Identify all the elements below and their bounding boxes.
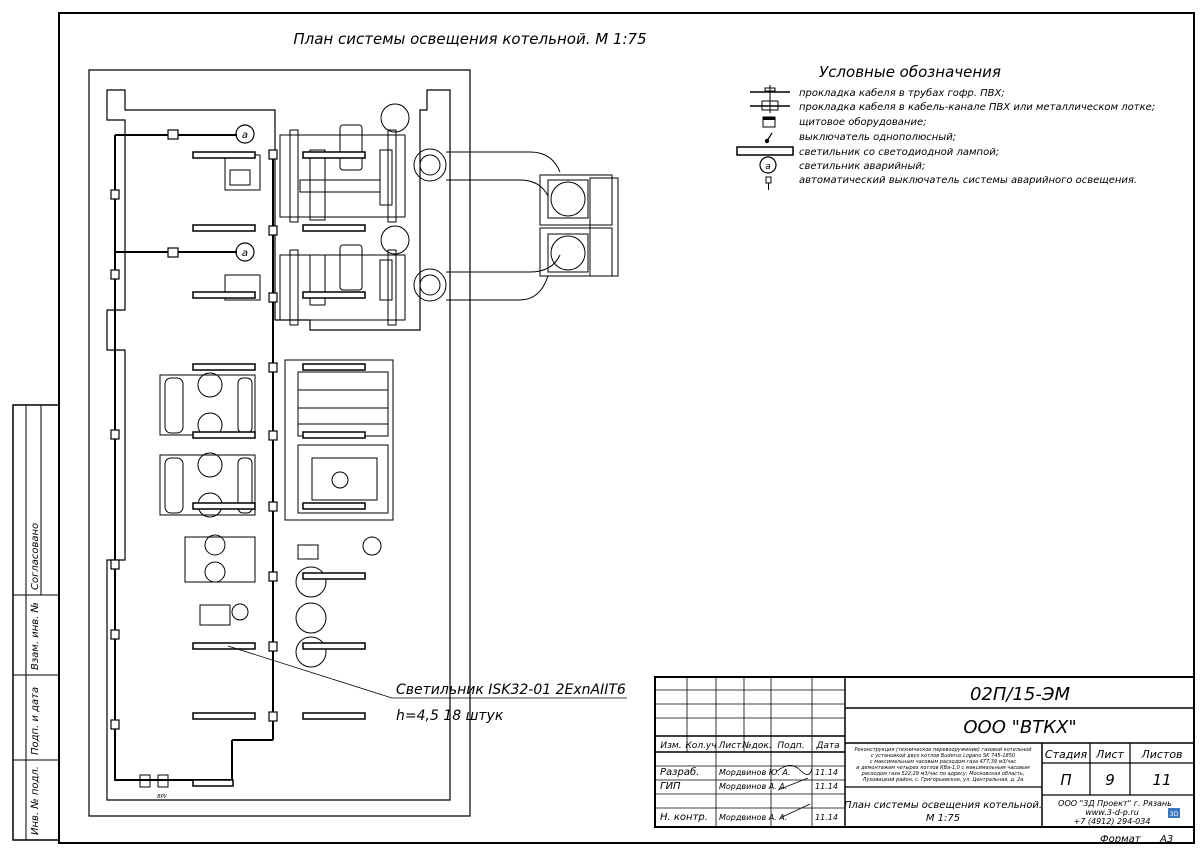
row-name-1: Мордвинов Ю. А. — [719, 768, 790, 777]
boiler-upper — [224, 103, 447, 223]
col-header-list: Лист — [718, 741, 743, 751]
callout-line1: Светильник ISK32-01 2ExnAIIT6 — [396, 682, 626, 698]
col-header-izm: Изм. — [660, 741, 681, 751]
legend: Условные обозначения прокладка кабеля в … — [736, 63, 1155, 190]
svg-text:3D: 3D — [1170, 811, 1179, 818]
document-code: 02П/15-ЭМ — [970, 684, 1070, 705]
heat-exchangers — [284, 359, 394, 521]
row-date-3: 11.14 — [815, 813, 838, 822]
building-walls — [88, 69, 471, 817]
legend-item-2: прокладка кабеля в кабель-канале ПВХ или… — [799, 101, 1155, 113]
sheet-name-line1: План системы освещения котельной. — [844, 800, 1042, 811]
format-value: А3 — [1159, 834, 1173, 845]
org-line3: +7 (4912) 294-034 — [1074, 817, 1151, 826]
row-role-1: Разраб. — [660, 766, 699, 778]
org-logo-icon: 3D — [1168, 808, 1180, 818]
pump-groups — [159, 372, 256, 626]
legend-item-5: светильник со светодиодной лампой; — [799, 147, 999, 158]
col-header-date: Дата — [815, 741, 839, 751]
svg-text:и демонтажем четырех котлов КВ: и демонтажем четырех котлов КВа-1,0 с ма… — [856, 765, 1030, 771]
sheet-value: 9 — [1105, 771, 1115, 789]
row-role-2: ГИП — [660, 781, 681, 792]
sheets-header: Листов — [1140, 748, 1182, 761]
emergency-light-2: а — [235, 242, 255, 262]
switch-icon — [764, 132, 773, 144]
svg-text:Реконструкция (техническое пер: Реконструкция (техническое перевооружени… — [855, 747, 1033, 753]
svg-text:а: а — [765, 162, 771, 172]
col-header-sign: Подп. — [777, 741, 804, 751]
signatures — [775, 765, 813, 819]
boiler-lower — [224, 225, 447, 326]
distribution-panel: ВРУ — [139, 774, 169, 800]
legend-item-3: щитовое оборудование; — [799, 116, 927, 128]
legend-item-4: выключатель однополюсный; — [799, 132, 956, 143]
svg-text:а: а — [242, 248, 248, 259]
row-name-3: Мордвинов А. А. — [719, 813, 787, 822]
org-line1: ООО "3Д Проект" г. Рязань — [1058, 799, 1172, 808]
side-stamp-field-1: Согласовано — [30, 523, 41, 590]
panel-label: ВРУ — [157, 794, 167, 800]
svg-text:Луховицкий район, с. Григорьев: Луховицкий район, с. Григорьевское, ул. … — [862, 777, 1024, 783]
luminaires — [192, 151, 366, 787]
tanks — [295, 536, 382, 668]
stage-header: Стадия — [1045, 748, 1088, 761]
title-block: Изм. Кол.уч Лист №док. Подп. Дата Разраб… — [654, 676, 1195, 828]
svg-text:расходом газа 522,29 м3/час по: расходом газа 522,29 м3/час по адресу: М… — [861, 771, 1025, 777]
company-name: ООО "ВТКХ" — [963, 717, 1076, 738]
col-header-kol: Кол.уч — [685, 741, 716, 751]
project-description: Реконструкция (техническое перевооружени… — [855, 747, 1033, 783]
side-stamp-field-2: Взам. инв. № — [30, 602, 41, 670]
junction-boxes — [110, 129, 278, 730]
legend-item-1: прокладка кабеля в трубах гофр. ПВХ; — [799, 87, 1005, 99]
emergency-light-1: а — [235, 124, 255, 144]
svg-text:с установкой двух котлов Buder: с установкой двух котлов Buderus Logano … — [871, 753, 1015, 759]
legend-item-7: автоматический выключатель системы авари… — [799, 175, 1137, 186]
row-role-3: Н. контр. — [660, 812, 708, 823]
side-stamp-field-3: Подп. и дата — [30, 687, 41, 755]
breaker-icon — [765, 176, 772, 190]
row-name-2: Мордвинов А. А. — [719, 782, 787, 791]
side-stamp-field-4: Инв. № подл. — [30, 766, 41, 835]
legend-item-6: светильник аварийный; — [799, 161, 925, 172]
cable-channel-icon — [750, 97, 790, 113]
svg-text:а: а — [242, 130, 248, 141]
led-luminaire-icon — [736, 146, 794, 156]
pipe-cable-icon — [750, 85, 790, 99]
row-date-1: 11.14 — [815, 768, 838, 777]
stage-value: П — [1060, 771, 1071, 789]
row-date-2: 11.14 — [815, 782, 838, 791]
sheet-header: Лист — [1095, 748, 1124, 761]
sheets-value: 11 — [1152, 771, 1171, 789]
panel-equipment-icon — [762, 116, 776, 128]
sheet-title: План системы освещения котельной. М 1:75 — [293, 30, 646, 48]
flue-ducts — [446, 151, 619, 301]
format-label: Формат — [1100, 834, 1142, 845]
svg-text:с максимальным часовым расходо: с максимальным часовым расходом газа 477… — [870, 759, 1016, 765]
sheet-name-line2: М 1:75 — [926, 813, 960, 824]
side-stamp: Согласовано Взам. инв. № Подп. и дата Ин… — [12, 404, 60, 841]
col-header-doc: №док. — [741, 741, 771, 751]
luminaire-callout: Светильник ISK32-01 2ExnAIIT6 h=4,5 18 ш… — [227, 645, 627, 724]
callout-line2: h=4,5 18 штук — [396, 708, 504, 724]
emergency-luminaire-icon: а — [759, 156, 777, 174]
legend-heading: Условные обозначения — [819, 63, 1001, 81]
org-line2: www.3-d-p.ru — [1085, 808, 1139, 817]
